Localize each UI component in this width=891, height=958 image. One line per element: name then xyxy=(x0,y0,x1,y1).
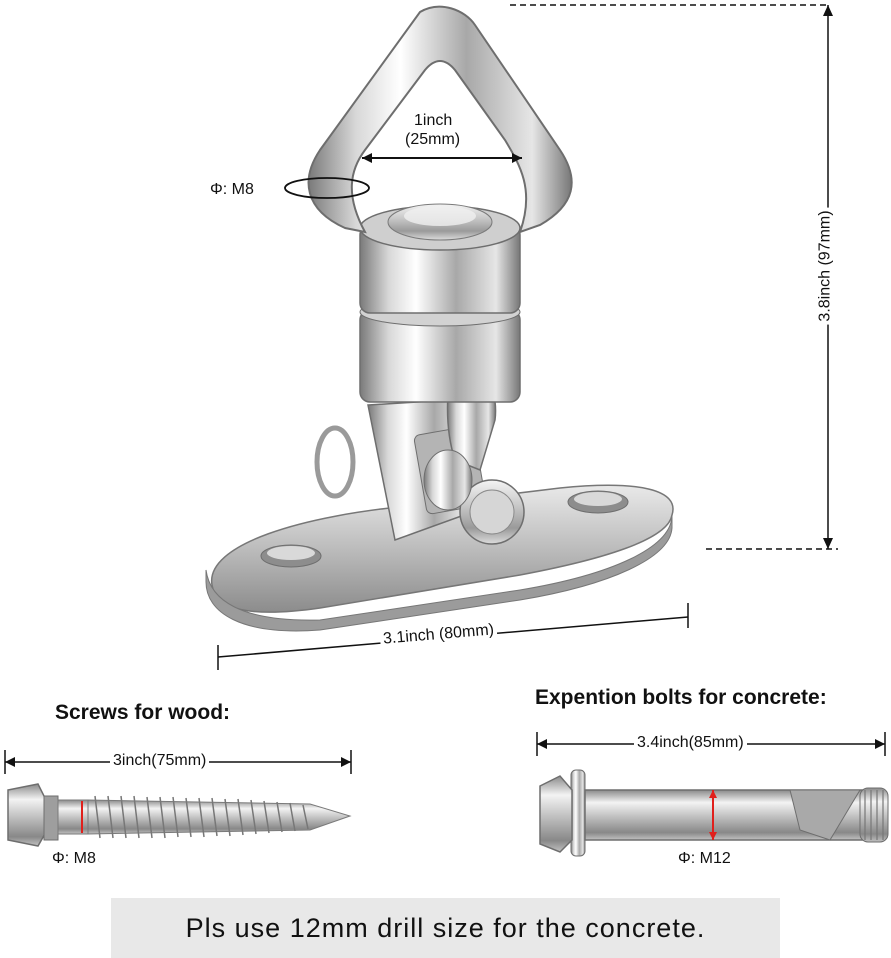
wood-screw xyxy=(4,750,352,847)
total-height-label: 3.8inch (97mm) xyxy=(817,207,834,325)
wood-screw-heading: Screws for wood: xyxy=(55,701,231,724)
ring-width-label-line2: (25mm) xyxy=(405,131,461,148)
wood-screw-length-label: 3inch(75mm) xyxy=(110,753,210,769)
swivel-hook xyxy=(205,5,674,632)
drill-size-note-text: Pls use 12mm drill size for the concrete… xyxy=(185,912,706,943)
wood-screw-diameter-label: Φ: M8 xyxy=(52,850,96,867)
expansion-bolt xyxy=(536,732,889,857)
concrete-bolt-heading: Expention bolts for concrete: xyxy=(535,686,827,709)
ring-diameter-label: Φ: M8 xyxy=(210,181,254,198)
concrete-bolt-length-label: 3.4inch(85mm) xyxy=(634,735,747,751)
concrete-bolt-diameter-label: Φ: M12 xyxy=(678,850,731,867)
split-ring xyxy=(314,425,356,499)
triangle-ring xyxy=(307,5,573,234)
shackle-pin xyxy=(423,353,525,545)
ring-width-label-line1: 1inch xyxy=(414,112,453,129)
ring-diameter-marker xyxy=(284,177,370,199)
drill-size-note: Pls use 12mm drill size for the concrete… xyxy=(111,898,780,958)
swivel-barrel-upper xyxy=(359,203,521,314)
base-plate xyxy=(205,484,674,632)
